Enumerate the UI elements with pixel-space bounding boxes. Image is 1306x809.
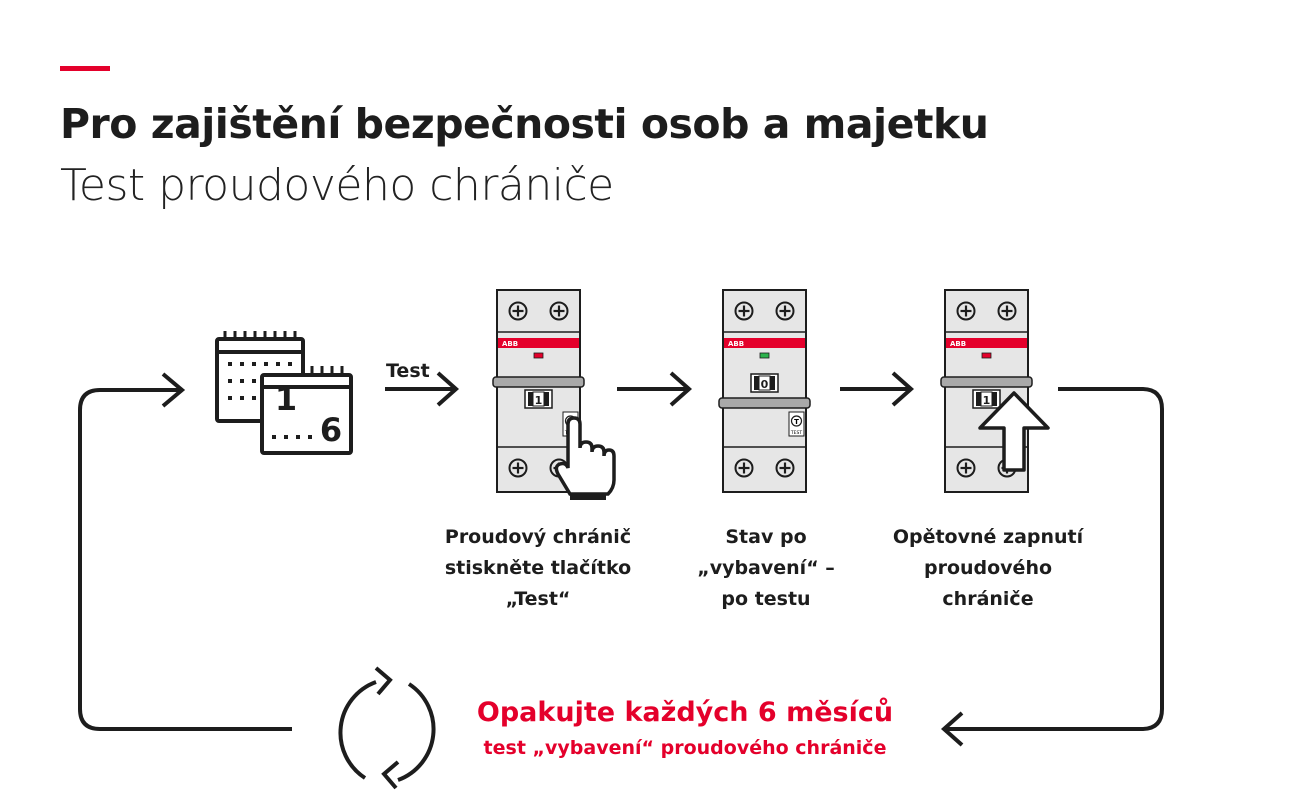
- screw-icon: [549, 301, 569, 321]
- calendar-day-top: 1: [275, 380, 297, 418]
- test-button-icon: [790, 415, 803, 427]
- caption-line: Opětovné zapnutí: [892, 526, 1084, 548]
- screw-icon: [508, 301, 528, 321]
- accent-bar: [60, 66, 110, 71]
- caption-line: po testu: [721, 588, 811, 610]
- screw-icon: [775, 301, 795, 321]
- caption-line: „Test“: [505, 588, 571, 610]
- brand-logo: ABB: [728, 340, 744, 348]
- caption-line: „vybavení“ –: [697, 557, 835, 579]
- brand-logo: ABB: [502, 340, 518, 348]
- status-indicator: [759, 352, 770, 359]
- switch-position: 0: [761, 378, 769, 391]
- caption-line: stiskněte tlačítko: [444, 557, 632, 579]
- status-indicator: [533, 352, 544, 359]
- status-indicator: [981, 352, 992, 359]
- page-title: Pro zajištění bezpečnosti osob a majetku: [60, 100, 989, 148]
- screw-icon: [775, 458, 795, 478]
- caption-line: proudového: [923, 557, 1053, 579]
- caption-line: Proudový chránič: [444, 526, 632, 548]
- screw-icon: [956, 301, 976, 321]
- step-caption-3: Opětovné zapnutí proudového chrániče: [868, 522, 1108, 615]
- loop-line-left: [78, 388, 292, 731]
- screw-icon: [956, 458, 976, 478]
- screw-icon: [508, 458, 528, 478]
- brand-logo: ABB: [950, 340, 966, 348]
- test-arrow-label: Test: [386, 360, 430, 382]
- arrow-right-icon: [669, 371, 693, 407]
- arrow-right-icon: [161, 372, 186, 408]
- pointing-hand-icon: [554, 416, 616, 500]
- calendar-icon: [215, 331, 353, 455]
- loop-line-right: [944, 387, 1164, 731]
- calendar-day-bottom: 6: [320, 411, 342, 449]
- svg-text:T: T: [794, 418, 799, 426]
- arrow-left-icon: [940, 711, 964, 747]
- arrow-right-icon: [436, 371, 460, 407]
- arrow-up-icon: [978, 391, 1050, 472]
- rcd-device-2: ABB 0 T TEST: [718, 289, 811, 493]
- step-caption-1: Proudový chránič stiskněte tlačítko „Tes…: [420, 522, 656, 615]
- repeat-heading: Opakujte každých 6 měsíců: [476, 697, 894, 728]
- caption-line: Stav po: [725, 526, 807, 548]
- repeat-subheading: test „vybavení“ proudového chrániče: [483, 737, 887, 759]
- page-subtitle: Test proudového chrániče: [60, 160, 614, 211]
- switch-position: 1: [983, 394, 991, 407]
- switch-position: 1: [535, 394, 543, 407]
- caption-line: chrániče: [942, 588, 1034, 610]
- step-caption-2: Stav po „vybavení“ – po testu: [666, 522, 866, 615]
- cycle-arrows-icon: [338, 666, 436, 790]
- screw-icon: [734, 458, 754, 478]
- test-label: TEST: [790, 430, 802, 436]
- arrow-right-icon: [891, 371, 915, 407]
- screw-icon: [734, 301, 754, 321]
- screw-icon: [997, 301, 1017, 321]
